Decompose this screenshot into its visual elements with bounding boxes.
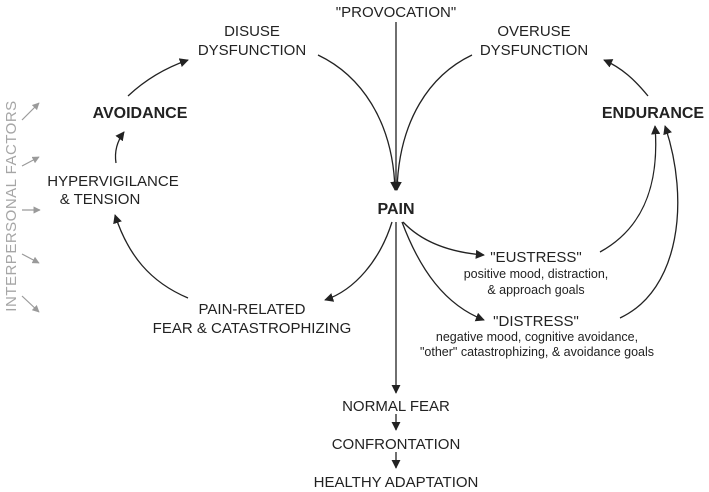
arrow-pain-to-distress bbox=[401, 221, 485, 322]
arrow-pain-to-eustress bbox=[402, 221, 485, 259]
eustress-label: "EUSTRESS" bbox=[490, 249, 582, 266]
arrow-disuse-to-pain bbox=[317, 54, 400, 191]
interpersonal-arrow-2 bbox=[21, 156, 40, 167]
pain-label: PAIN bbox=[377, 201, 414, 218]
healthy-adaptation-label: HEALTHY ADAPTATION bbox=[314, 474, 479, 491]
eustress-description-line1: positive mood, distraction, bbox=[464, 267, 609, 281]
hypervigilance-label-line2: & TENSION bbox=[60, 191, 141, 208]
distress-description-line2: "other" catastrophizing, & avoidance goa… bbox=[420, 345, 654, 359]
avoidance-label: AVOIDANCE bbox=[93, 105, 188, 122]
fear-label-line2: FEAR & CATASTROPHIZING bbox=[153, 320, 352, 337]
arrow-distress-to-endurance bbox=[619, 125, 679, 319]
arrow-pain-to-fear bbox=[324, 221, 393, 302]
normal-fear-label: NORMAL FEAR bbox=[342, 398, 450, 415]
arrow-overuse-to-pain bbox=[392, 54, 473, 191]
interpersonal-arrow-4 bbox=[21, 253, 40, 264]
interpersonal-factors-label: INTERPERSONAL FACTORS bbox=[3, 100, 20, 311]
arrow-fear-to-hypervigilance bbox=[113, 214, 189, 299]
provocation-label: "PROVOCATION" bbox=[336, 4, 456, 21]
endurance-label: ENDURANCE bbox=[602, 105, 705, 122]
arrow-avoidance-to-disuse bbox=[127, 58, 189, 97]
disuse-label-line1: DISUSE bbox=[224, 23, 280, 40]
arrow-eustress-to-endurance bbox=[599, 125, 661, 253]
distress-description-line1: negative mood, cognitive avoidance, bbox=[436, 330, 638, 344]
arrow-hypervigilance-to-avoidance bbox=[114, 131, 125, 164]
eustress-description-line2: & approach goals bbox=[487, 283, 584, 297]
overuse-label-line2: DYSFUNCTION bbox=[480, 42, 588, 59]
confrontation-label: CONFRONTATION bbox=[332, 436, 461, 453]
disuse-label-line2: DYSFUNCTION bbox=[198, 42, 306, 59]
fear-label-line1: PAIN-RELATED bbox=[199, 301, 306, 318]
overuse-label-line1: OVERUSE bbox=[497, 23, 570, 40]
arrow-endurance-to-overuse bbox=[603, 59, 649, 97]
interpersonal-arrow-5 bbox=[21, 295, 40, 313]
distress-label: "DISTRESS" bbox=[493, 313, 579, 330]
hypervigilance-label-line1: HYPERVIGILANCE bbox=[47, 173, 178, 190]
interpersonal-arrow-1 bbox=[21, 102, 40, 121]
